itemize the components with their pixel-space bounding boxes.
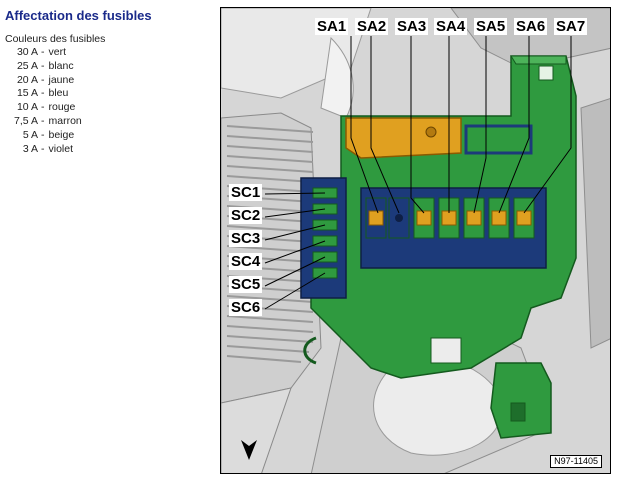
legend-amp: 3 A — [22, 142, 38, 155]
label-sa5: SA5 — [474, 18, 508, 35]
label-sc2: SC2 — [229, 207, 263, 224]
legend-item: 7,5 A-marron — [5, 115, 82, 129]
legend-amp: 20 A — [16, 73, 38, 86]
fuse-box-illustration: SA1 SA2 SA3 SA4 SA5 SA6 SA7 SC1 SC2 SC3 … — [220, 7, 611, 474]
legend-item: 3 A-violet — [5, 143, 82, 157]
legend-amp: 25 A — [16, 59, 38, 72]
label-sc3: SC3 — [229, 230, 263, 247]
legend-heading: Couleurs des fusibles — [5, 33, 106, 45]
legend-amp: 5 A — [22, 128, 38, 141]
label-sc5: SC5 — [229, 276, 263, 293]
label-sa7: SA7 — [554, 18, 588, 35]
legend-color: marron — [48, 114, 82, 127]
legend-amp: 10 A — [16, 101, 38, 114]
label-sa2: SA2 — [355, 18, 389, 35]
label-sc1: SC1 — [229, 184, 263, 201]
label-sa3: SA3 — [395, 18, 429, 35]
legend-color: rouge — [48, 101, 76, 114]
fuse-color-legend: 30 A-vert 25 A-blanc 20 A-jaune 15 A-ble… — [5, 46, 82, 156]
legend-amp: 30 A — [16, 46, 38, 58]
legend-item: 15 A-bleu — [5, 87, 82, 101]
legend-item: 5 A-beige — [5, 129, 82, 143]
legend-amp: 7,5 A — [14, 114, 38, 127]
legend-item: 25 A-blanc — [5, 60, 82, 74]
label-sa4: SA4 — [434, 18, 468, 35]
label-sa6: SA6 — [514, 18, 548, 35]
label-sc6: SC6 — [229, 299, 263, 316]
legend-color: violet — [48, 142, 74, 155]
legend-color: beige — [48, 128, 75, 141]
legend-color: vert — [48, 46, 67, 58]
legend-item: 20 A-jaune — [5, 74, 82, 88]
legend-amp: 15 A — [16, 87, 38, 100]
legend-color: blanc — [48, 59, 74, 72]
engine-bay-drawing — [221, 8, 610, 473]
figure-reference: N97-11405 — [550, 455, 602, 468]
legend-item: 10 A-rouge — [5, 101, 82, 115]
legend-color: bleu — [48, 87, 69, 100]
label-sc4: SC4 — [229, 253, 263, 270]
legend-item: 30 A-vert — [5, 46, 82, 60]
legend-color: jaune — [48, 73, 75, 86]
label-sa1: SA1 — [315, 18, 349, 35]
page-title: Affectation des fusibles — [5, 8, 152, 23]
